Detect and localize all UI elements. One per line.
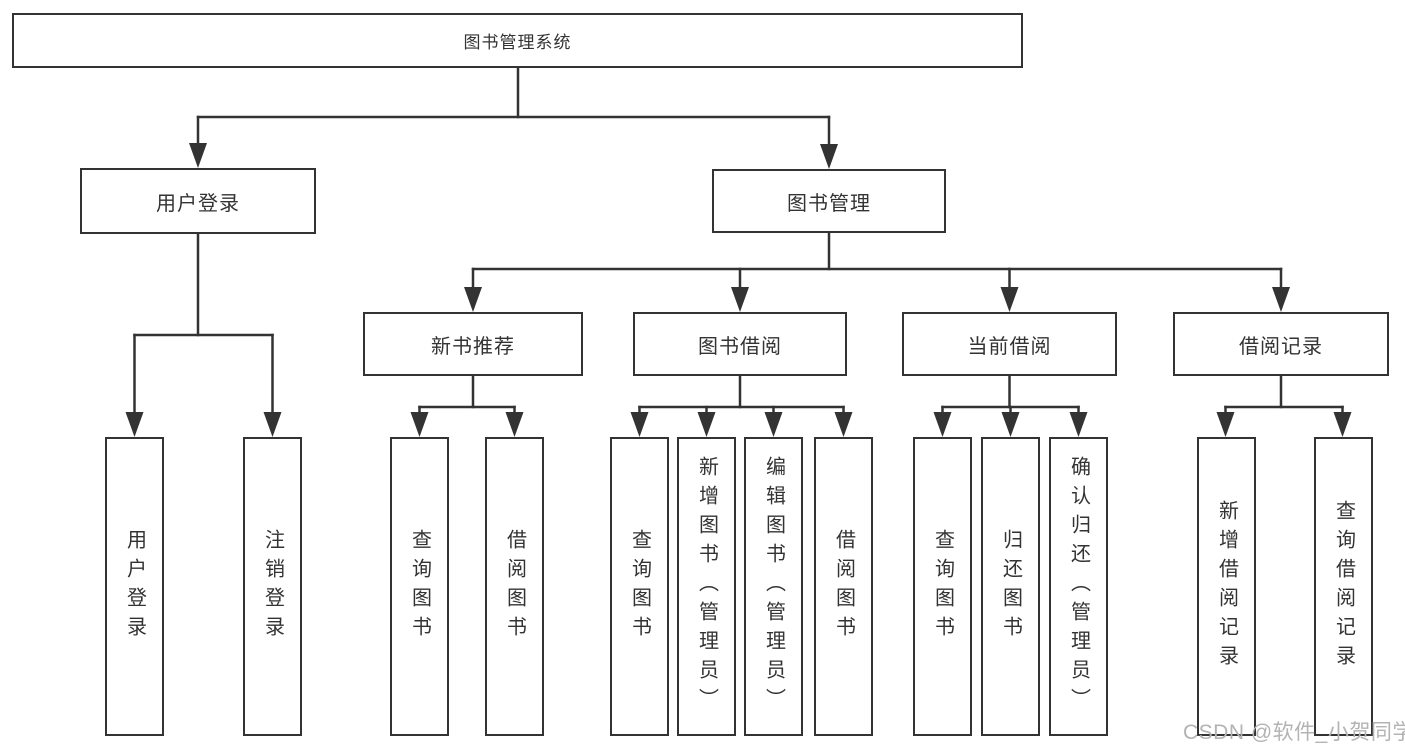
- leaf-search-books-2: 查询图书: [610, 437, 669, 736]
- node-book-management: 图书管理: [712, 169, 946, 233]
- leaf-return-books-label: 归还图书: [999, 528, 1022, 645]
- leaf-user-login: 用户登录: [105, 437, 164, 736]
- leaf-search-books-3: 查询图书: [913, 437, 972, 736]
- leaf-confirm-return-admin-label: 确认归还（管理员）: [1067, 456, 1090, 717]
- leaf-borrow-books-2: 借阅图书: [814, 437, 873, 736]
- node-current-borrowing-label: 当前借阅: [967, 335, 1052, 358]
- node-book-borrowing: 图书借阅: [633, 312, 847, 376]
- leaf-search-books-2-label: 查询图书: [628, 528, 651, 645]
- leaf-add-borrow-record-label: 新增借阅记录: [1215, 499, 1238, 674]
- leaf-search-books-1-label: 查询图书: [408, 528, 431, 645]
- leaf-borrow-books-1-label: 借阅图书: [503, 528, 526, 645]
- leaf-return-books: 归还图书: [981, 437, 1040, 736]
- leaf-add-books-admin: 新增图书（管理员）: [677, 437, 736, 736]
- leaf-user-login-label: 用户登录: [123, 528, 146, 645]
- leaf-confirm-return-admin: 确认归还（管理员）: [1049, 437, 1108, 736]
- leaf-search-books-1: 查询图书: [390, 437, 449, 736]
- leaf-add-borrow-record: 新增借阅记录: [1197, 437, 1256, 736]
- node-borrowing-records: 借阅记录: [1173, 312, 1389, 376]
- leaf-search-borrow-record-label: 查询借阅记录: [1332, 499, 1355, 674]
- node-user-login-label: 用户登录: [156, 192, 240, 215]
- node-book-borrowing-label: 图书借阅: [698, 335, 782, 358]
- node-root: 图书管理系统: [12, 13, 1023, 68]
- node-user-login: 用户登录: [80, 168, 316, 234]
- leaf-borrow-books-2-label: 借阅图书: [832, 528, 855, 645]
- leaf-borrow-books-1: 借阅图书: [485, 437, 544, 736]
- node-root-label: 图书管理系统: [463, 33, 572, 52]
- node-current-borrowing: 当前借阅: [902, 312, 1117, 376]
- node-borrowing-records-label: 借阅记录: [1239, 335, 1323, 358]
- node-book-management-label: 图书管理: [787, 192, 871, 215]
- leaf-add-books-admin-label: 新增图书（管理员）: [695, 456, 718, 717]
- leaf-search-borrow-record: 查询借阅记录: [1314, 437, 1373, 736]
- leaf-search-books-3-label: 查询图书: [931, 528, 954, 645]
- node-new-book-recommend: 新书推荐: [363, 312, 583, 376]
- leaf-edit-books-admin: 编辑图书（管理员）: [744, 437, 803, 736]
- watermark: CSDN @软件_小贺同学: [1183, 721, 1405, 744]
- node-new-book-recommend-label: 新书推荐: [431, 335, 515, 358]
- leaf-logout: 注销登录: [243, 437, 302, 736]
- leaf-logout-label: 注销登录: [261, 528, 284, 645]
- leaf-edit-books-admin-label: 编辑图书（管理员）: [762, 456, 785, 717]
